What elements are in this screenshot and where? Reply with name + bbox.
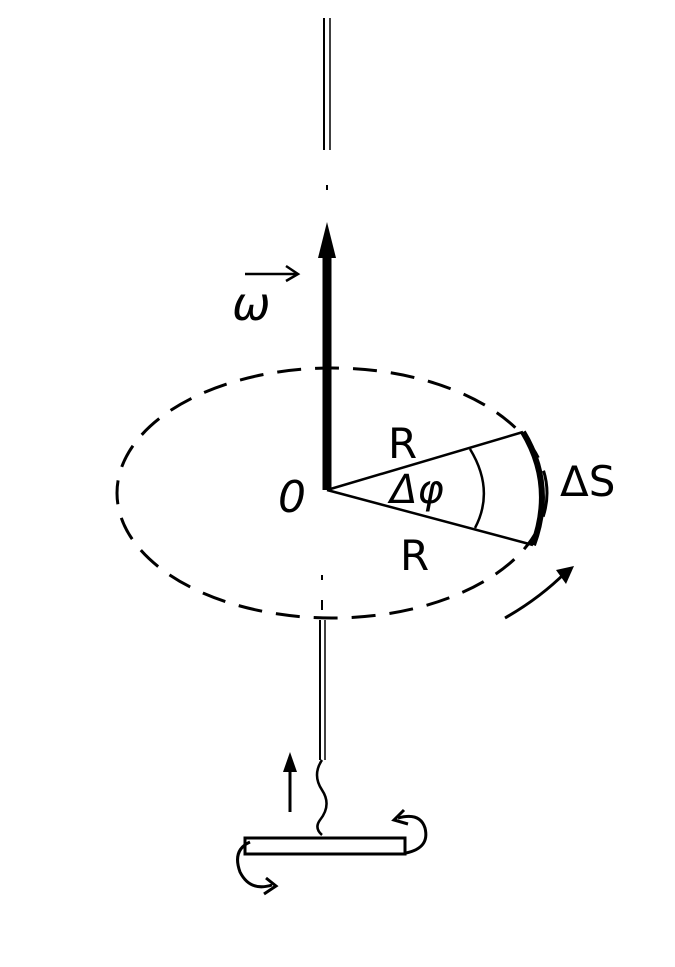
omega-vector-arrow xyxy=(318,222,336,490)
rotation-axis-lower xyxy=(315,575,328,836)
rotation-axis-upper xyxy=(323,18,331,190)
radius-line-bottom xyxy=(326,488,534,547)
rotation-direction-arrow xyxy=(504,566,574,620)
origin-label: 0 xyxy=(278,472,306,523)
delta-s-arc xyxy=(520,430,545,547)
radius-label-bottom: R xyxy=(400,531,429,580)
upward-arrow-icon xyxy=(283,752,297,812)
twisted-string-squiggle xyxy=(315,759,328,836)
delta-phi-label: Δφ xyxy=(387,467,444,513)
omega-symbol: ω xyxy=(232,277,271,331)
omega-vector-hat-icon xyxy=(245,264,301,283)
angle-arc xyxy=(468,448,486,529)
orbit-ellipse xyxy=(115,366,549,620)
radius-line-top xyxy=(326,430,524,492)
delta-s-label: ΔS xyxy=(560,457,615,506)
base-rotation-arrow-left xyxy=(236,840,279,896)
radius-label-top: R xyxy=(388,419,417,468)
base-rotation-arrow-right xyxy=(391,808,428,855)
rotating-base-plate xyxy=(243,836,407,856)
omega-label: ω xyxy=(232,264,301,331)
